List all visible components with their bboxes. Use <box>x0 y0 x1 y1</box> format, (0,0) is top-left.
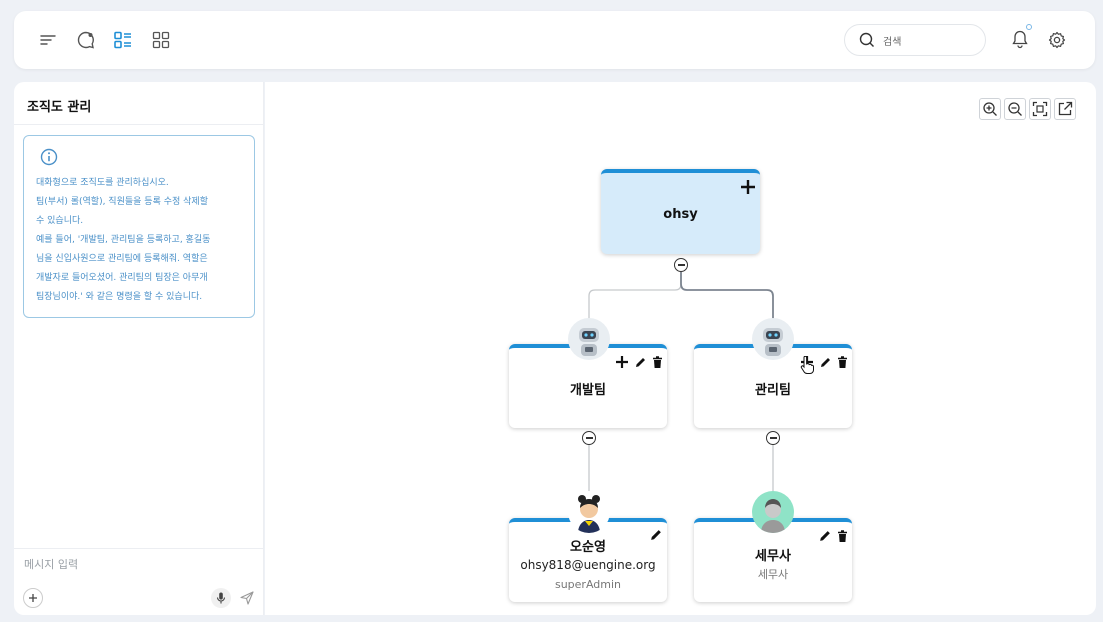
member-email: ohsy818@uengine.org <box>520 558 656 572</box>
fit-view-button[interactable] <box>1029 98 1051 120</box>
connector-lines <box>588 272 774 519</box>
member-name: 세무사 <box>755 549 791 564</box>
node-name: ohsy <box>663 207 698 222</box>
list-view-icon[interactable] <box>112 29 134 51</box>
zoom-toolbar <box>979 98 1076 120</box>
plus-icon <box>29 594 37 602</box>
member-role: 세무사 <box>757 568 789 581</box>
node-actions <box>615 355 663 369</box>
top-bar: 검색 <box>14 11 1095 69</box>
info-line: 개발자로 들어오셨어. 관리팀의 팀장은 아무개 <box>36 273 208 283</box>
trash-icon[interactable] <box>837 355 848 369</box>
node-name: 관리팀 <box>755 383 791 398</box>
org-node-team[interactable]: 개발팀 <box>509 344 667 428</box>
member-name: 오순영 <box>570 540 606 555</box>
collapse-toggle[interactable] <box>582 431 596 445</box>
robot-avatar <box>752 318 794 360</box>
add-icon[interactable] <box>740 179 756 195</box>
zoom-out-icon <box>1008 102 1022 116</box>
zoom-out-button[interactable] <box>1004 98 1026 120</box>
bell-icon[interactable] <box>1009 28 1031 50</box>
member-avatar <box>568 491 610 533</box>
panel-title: 조직도 관리 <box>27 100 92 115</box>
chat-panel: 조직도 관리 대화형으로 조직도를 관리하십시오. 팀(부서) 롤(역할), 직… <box>14 82 264 615</box>
info-box: 대화형으로 조직도를 관리하십시오. 팀(부서) 롤(역할), 직원들을 등록 … <box>23 135 255 318</box>
microphone-button[interactable] <box>211 588 231 608</box>
grid-view-icon[interactable] <box>150 29 172 51</box>
edit-icon[interactable] <box>819 356 832 369</box>
notification-dot <box>1026 24 1032 30</box>
microphone-icon <box>216 592 226 604</box>
zoom-in-button[interactable] <box>979 98 1001 120</box>
open-external-button[interactable] <box>1054 98 1076 120</box>
gear-icon[interactable] <box>1046 29 1068 51</box>
org-chart-canvas[interactable]: ohsy 개발팀 관리팀 오순영 ohsy818@uengine.org <box>265 82 1096 615</box>
send-icon <box>240 591 254 605</box>
search-input[interactable]: 검색 <box>844 24 986 56</box>
fit-view-icon <box>1032 101 1048 117</box>
org-node-root[interactable]: ohsy <box>601 169 760 254</box>
search-icon <box>859 32 874 47</box>
info-line: 팀(부서) 롤(역할), 직원들을 등록 수정 삭제할 <box>36 197 208 207</box>
info-line: 팀장님이야.' 와 같은 명령을 할 수 있습니다. <box>36 292 203 302</box>
info-icon <box>40 148 58 166</box>
divider <box>14 548 264 549</box>
info-line: 수 있습니다. <box>36 216 84 226</box>
external-link-icon <box>1058 101 1073 116</box>
info-line: 님을 신입사원으로 관리팀에 등록해줘. 역할은 <box>36 254 208 264</box>
trash-icon[interactable] <box>652 355 663 369</box>
add-icon[interactable] <box>615 355 629 369</box>
collapse-toggle[interactable] <box>674 258 688 272</box>
info-line: 대화형으로 조직도를 관리하십시오. <box>36 178 169 188</box>
trash-icon[interactable] <box>837 529 848 543</box>
message-input[interactable]: 메시지 입력 <box>24 558 79 571</box>
edit-icon[interactable] <box>634 356 647 369</box>
info-line: 예를 들어, '개발팀, 관리팀을 등록하고, 홍길동 <box>36 235 211 245</box>
pointer-cursor-icon <box>800 356 814 374</box>
edit-icon[interactable] <box>818 529 832 543</box>
member-role: superAdmin <box>554 578 622 591</box>
menu-icon[interactable] <box>37 29 59 51</box>
member-avatar <box>752 491 794 533</box>
node-actions <box>649 528 663 542</box>
info-text: 대화형으로 조직도를 관리하십시오. 팀(부서) 롤(역할), 직원들을 등록 … <box>36 174 244 307</box>
node-actions <box>818 529 848 543</box>
collapse-toggle[interactable] <box>766 431 780 445</box>
robot-avatar <box>568 318 610 360</box>
chat-icon[interactable] <box>75 29 97 51</box>
send-button[interactable] <box>237 588 257 608</box>
edit-icon[interactable] <box>649 528 663 542</box>
divider <box>14 124 264 125</box>
search-placeholder: 검색 <box>883 36 902 48</box>
node-name: 개발팀 <box>570 383 606 398</box>
add-attachment-button[interactable] <box>23 588 43 608</box>
zoom-in-icon <box>983 102 997 116</box>
